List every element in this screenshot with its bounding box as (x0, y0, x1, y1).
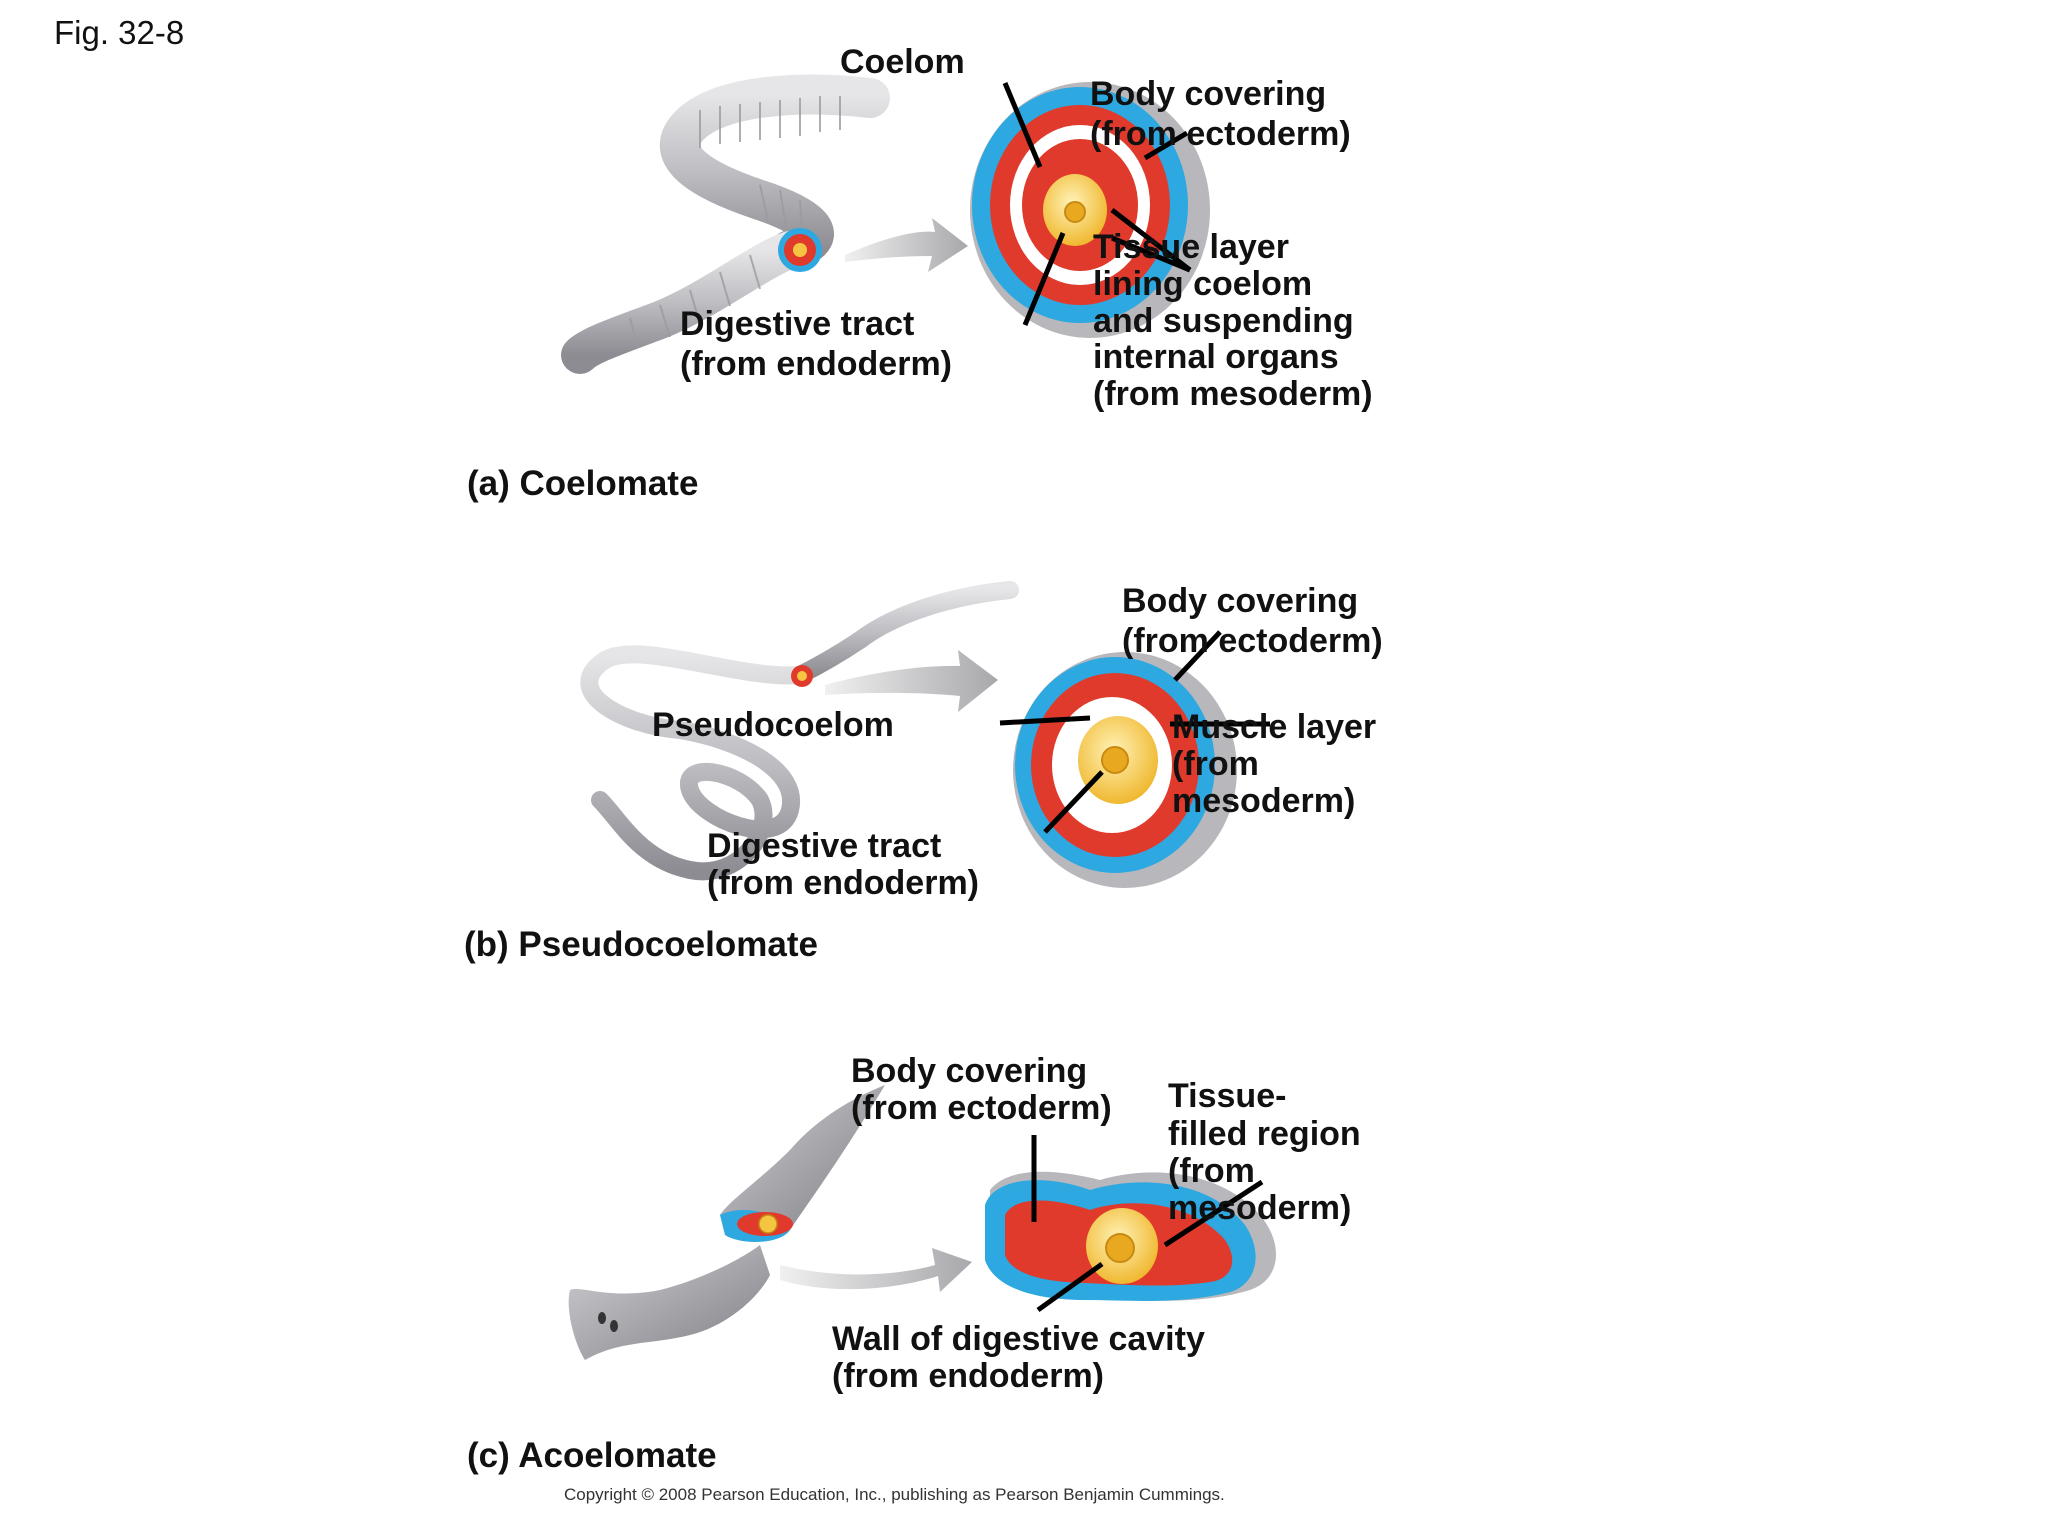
pointer-body-covering-a (1143, 130, 1189, 161)
pointer-wall-digestive (1036, 1261, 1104, 1313)
pointer-pseudocoelom (999, 715, 1091, 726)
transition-arrow-a (845, 218, 968, 272)
acoelomate-cross-section (985, 1171, 1277, 1301)
panel-a-coelomate: Coelom Body covering (from ectoderm) Tis… (467, 43, 1373, 503)
pointer-coelom (1002, 82, 1043, 168)
caption-a: (a) Coelomate (467, 464, 698, 503)
label-muscle-layer-1: Muscle layer (1172, 708, 1376, 746)
label-tissue-filled-3: (from (1168, 1152, 1255, 1190)
caption-b: (b) Pseudocoelomate (464, 925, 818, 964)
pointer-digestive-a (1022, 232, 1066, 326)
label-digestive-b-2: (from endoderm) (707, 864, 979, 902)
label-pseudocoelom: Pseudocoelom (652, 706, 894, 744)
pointer-body-covering-b (1173, 630, 1222, 682)
pseudocoelomate-cross-section (1013, 652, 1237, 888)
label-body-covering-a-2: (from ectoderm) (1090, 115, 1351, 153)
label-muscle-layer-2: (from (1172, 745, 1259, 783)
label-digestive-a-2: (from endoderm) (680, 345, 952, 383)
label-wall-digestive-2: (from endoderm) (832, 1357, 1104, 1395)
coelomate-cross-section (970, 82, 1210, 338)
panel-b-pseudocoelomate: Body covering (from ectoderm) Pseudocoel… (464, 581, 1383, 964)
label-tissue-layer-1: Tissue layer (1093, 228, 1289, 266)
transition-arrow-b (825, 650, 998, 712)
pointer-digestive-b (1043, 770, 1104, 834)
label-wall-digestive-1: Wall of digestive cavity (832, 1320, 1205, 1358)
pointer-tissue-layer-1 (1110, 208, 1192, 272)
pointer-tissue-layer-2 (1111, 235, 1191, 273)
caption-c: (c) Acoelomate (467, 1436, 717, 1475)
label-muscle-layer-3: mesoderm) (1172, 782, 1355, 820)
label-digestive-a-1: Digestive tract (680, 305, 914, 343)
roundworm-illustration (580, 581, 1019, 881)
label-tissue-layer-3: and suspending (1093, 302, 1354, 340)
earthworm-illustration (561, 74, 890, 374)
label-tissue-layer-4: internal organs (1093, 338, 1339, 376)
transition-arrow-c (780, 1248, 972, 1292)
copyright-notice: Copyright © 2008 Pearson Education, Inc.… (564, 1485, 1225, 1504)
label-body-covering-a-1: Body covering (1090, 75, 1326, 113)
label-tissue-filled-4: mesoderm) (1168, 1189, 1351, 1227)
flatworm-illustration (568, 1085, 885, 1360)
label-tissue-layer-2: lining coelom (1093, 265, 1312, 303)
figure-label: Fig. 32-8 (54, 14, 184, 51)
label-body-covering-c-2: (from ectoderm) (851, 1089, 1112, 1127)
label-body-covering-b-1: Body covering (1122, 582, 1358, 620)
panel-c-acoelomate: Body covering (from ectoderm) Tissue- fi… (467, 1052, 1361, 1475)
label-body-covering-b-2: (from ectoderm) (1122, 622, 1383, 660)
label-tissue-filled-2: filled region (1168, 1115, 1361, 1153)
label-coelom: Coelom (840, 43, 965, 81)
label-body-covering-c-1: Body covering (851, 1052, 1087, 1090)
label-tissue-filled-1: Tissue- (1168, 1077, 1286, 1115)
label-digestive-b-1: Digestive tract (707, 827, 941, 865)
label-tissue-layer-5: (from mesoderm) (1093, 375, 1373, 413)
pointer-tissue-filled (1163, 1179, 1264, 1248)
